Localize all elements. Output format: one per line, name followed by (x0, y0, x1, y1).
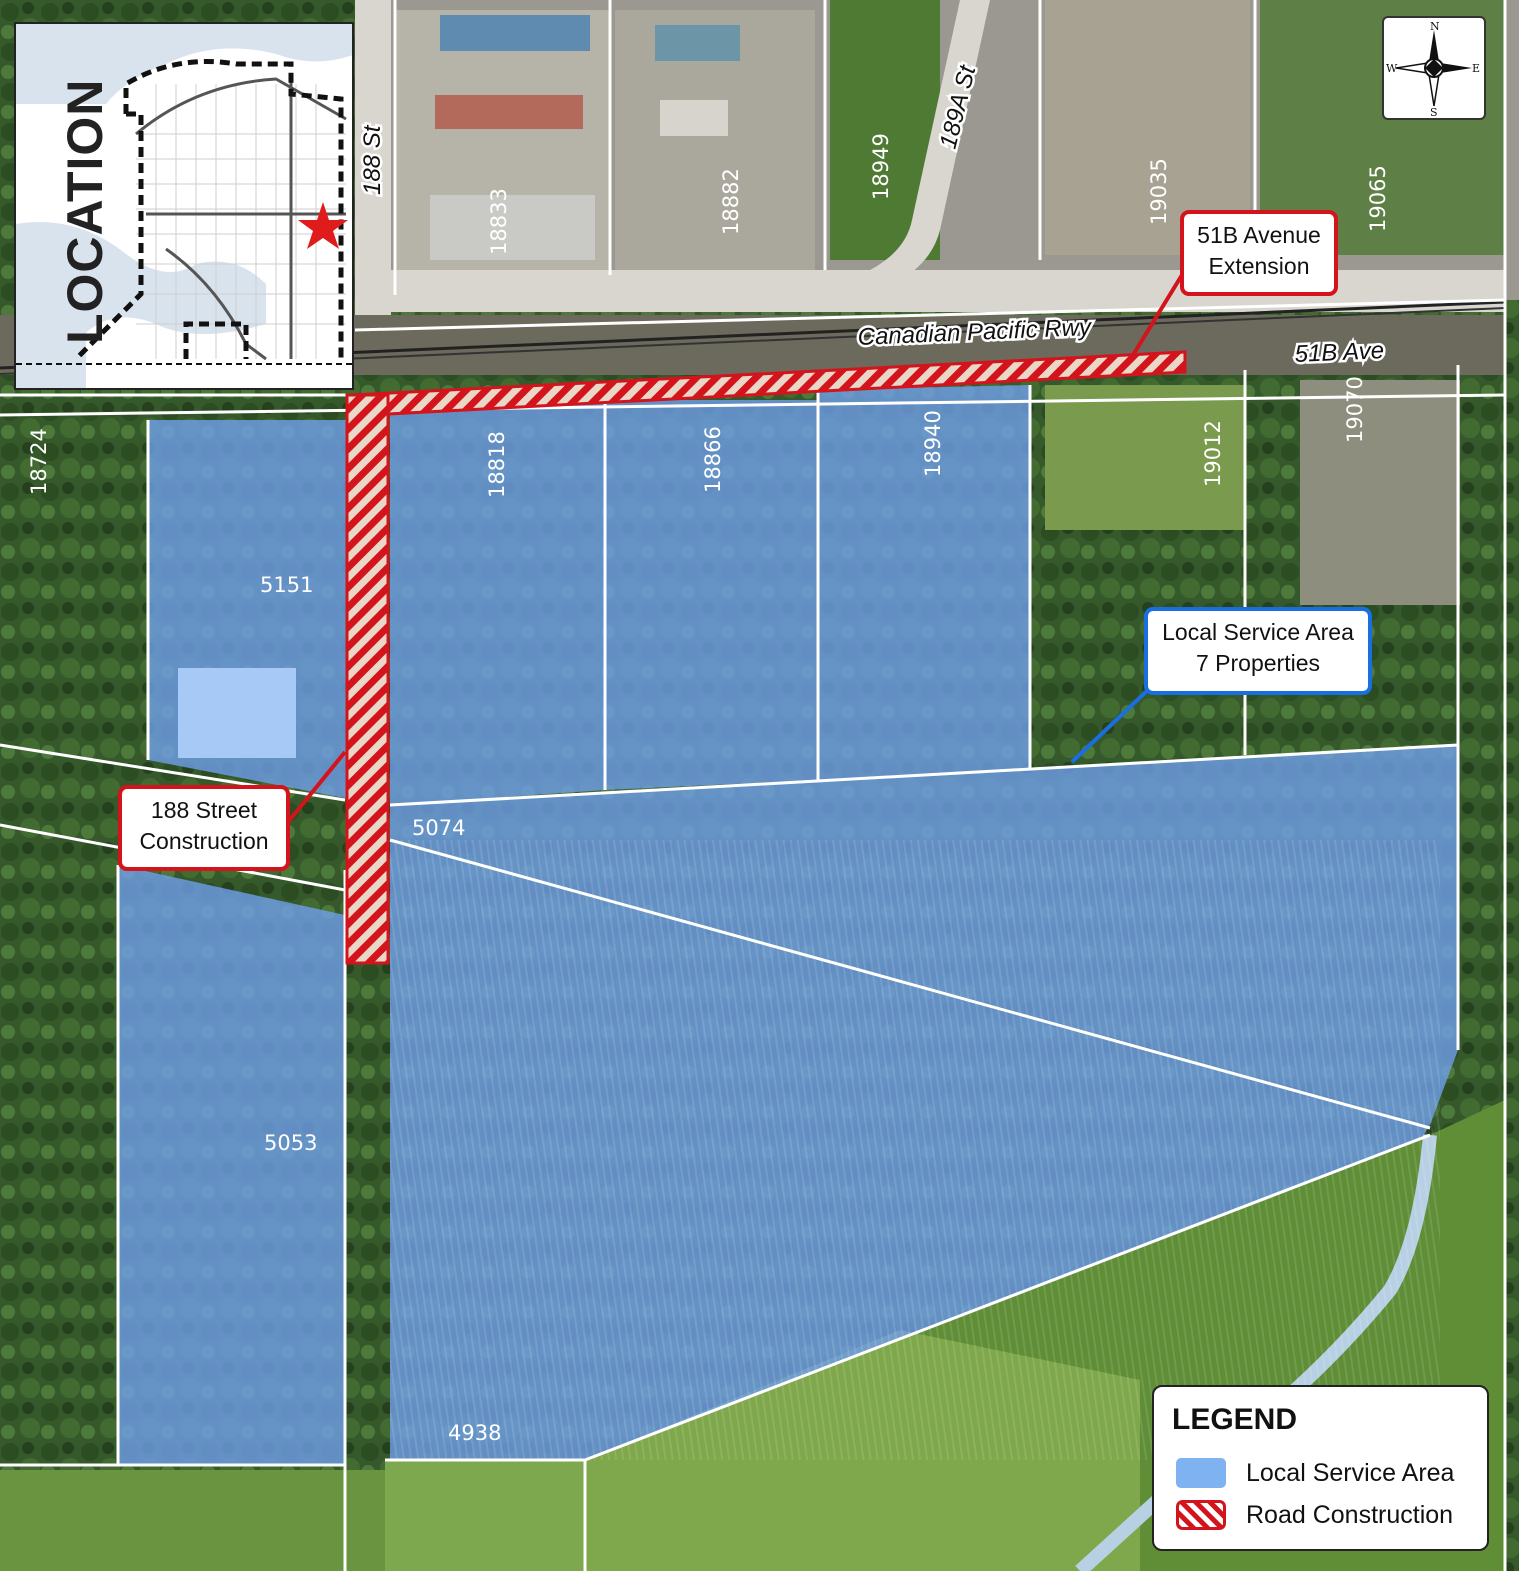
parcel-label-5074: 5074 (412, 816, 465, 840)
south-field-center (385, 1460, 585, 1571)
parcel-label-18940: 18940 (921, 410, 945, 477)
parcel-label-19070: 19070 (1343, 376, 1367, 443)
legend-swatch-service-area (1176, 1458, 1226, 1488)
legend-title: LEGEND (1172, 1403, 1298, 1436)
location-inset-map: LOCATION (14, 22, 354, 390)
parcel-label-18818: 18818 (485, 431, 509, 498)
parcel-label-19065: 19065 (1366, 165, 1390, 232)
map-legend: LEGEND Local Service Area Road Construct… (1152, 1385, 1489, 1551)
callout-51b-line-1: 51B Avenue (1197, 222, 1321, 248)
container-rows (435, 15, 740, 136)
parcel-label-18949: 18949 (869, 133, 893, 200)
callout-51b-line-2: Extension (1208, 253, 1310, 279)
leader-service (1070, 688, 1150, 764)
compass-e: E (1472, 62, 1480, 75)
building-5151 (178, 668, 296, 758)
legend-label-road-construction: Road Construction (1246, 1500, 1454, 1529)
legend-swatch-road-construction (1176, 1500, 1226, 1530)
label-188-st: 188 St (359, 124, 386, 195)
parcel-label-19012: 19012 (1201, 420, 1225, 487)
callout-188-line-1: 188 Street (150, 797, 258, 823)
compass-w: W (1386, 62, 1398, 75)
inset-map-graphic (16, 24, 352, 388)
parcel-5053[interactable] (118, 865, 345, 1465)
callout-service-line-2: 7 Properties (1195, 650, 1320, 676)
parcel-18866[interactable] (605, 400, 818, 790)
parcel-label-4938: 4938 (448, 1421, 501, 1445)
south-field-west (0, 1470, 385, 1571)
callout-188-street-construction: 188 Street Construction (118, 785, 290, 871)
parcel-label-5151: 5151 (260, 573, 313, 597)
north-arrow-compass: N S W E (1382, 16, 1486, 120)
compass-n: N (1430, 20, 1440, 33)
inset-title: LOCATION (57, 78, 113, 344)
location-star-icon (298, 202, 348, 249)
parcel-label-18866: 18866 (701, 426, 725, 493)
leader-51b (1128, 268, 1187, 362)
road-construction-188-street[interactable] (345, 393, 390, 965)
compass-rose-icon: N S W E (1386, 20, 1480, 118)
callout-51b-avenue-extension: 51B Avenue Extension (1180, 210, 1338, 296)
compass-s: S (1430, 106, 1438, 118)
label-51b-ave: 51B Ave (1294, 337, 1384, 368)
farm-19012 (1045, 385, 1245, 530)
parcel-label-18882: 18882 (719, 168, 743, 235)
farm-19070 (1300, 380, 1460, 605)
parcel-18940[interactable] (818, 385, 1030, 780)
legend-item-local-service-area: Local Service Area (1176, 1457, 1454, 1489)
callout-service-line-1: Local Service Area (1162, 619, 1354, 645)
parcel-label-18833: 18833 (487, 188, 511, 255)
road-189a-st (860, 0, 990, 290)
callout-188-line-2: Construction (139, 828, 269, 854)
parcel-label-19035: 19035 (1147, 158, 1171, 225)
callout-local-service-area: Local Service Area 7 Properties (1144, 607, 1372, 695)
parcel-18818[interactable] (390, 400, 605, 805)
leader-188 (286, 750, 347, 824)
legend-item-road-construction: Road Construction (1176, 1499, 1453, 1531)
parcel-label-5053: 5053 (264, 1131, 317, 1155)
parcel-label-18724: 18724 (27, 428, 51, 495)
warehouse (430, 195, 595, 260)
legend-label-service-area: Local Service Area (1246, 1458, 1455, 1487)
